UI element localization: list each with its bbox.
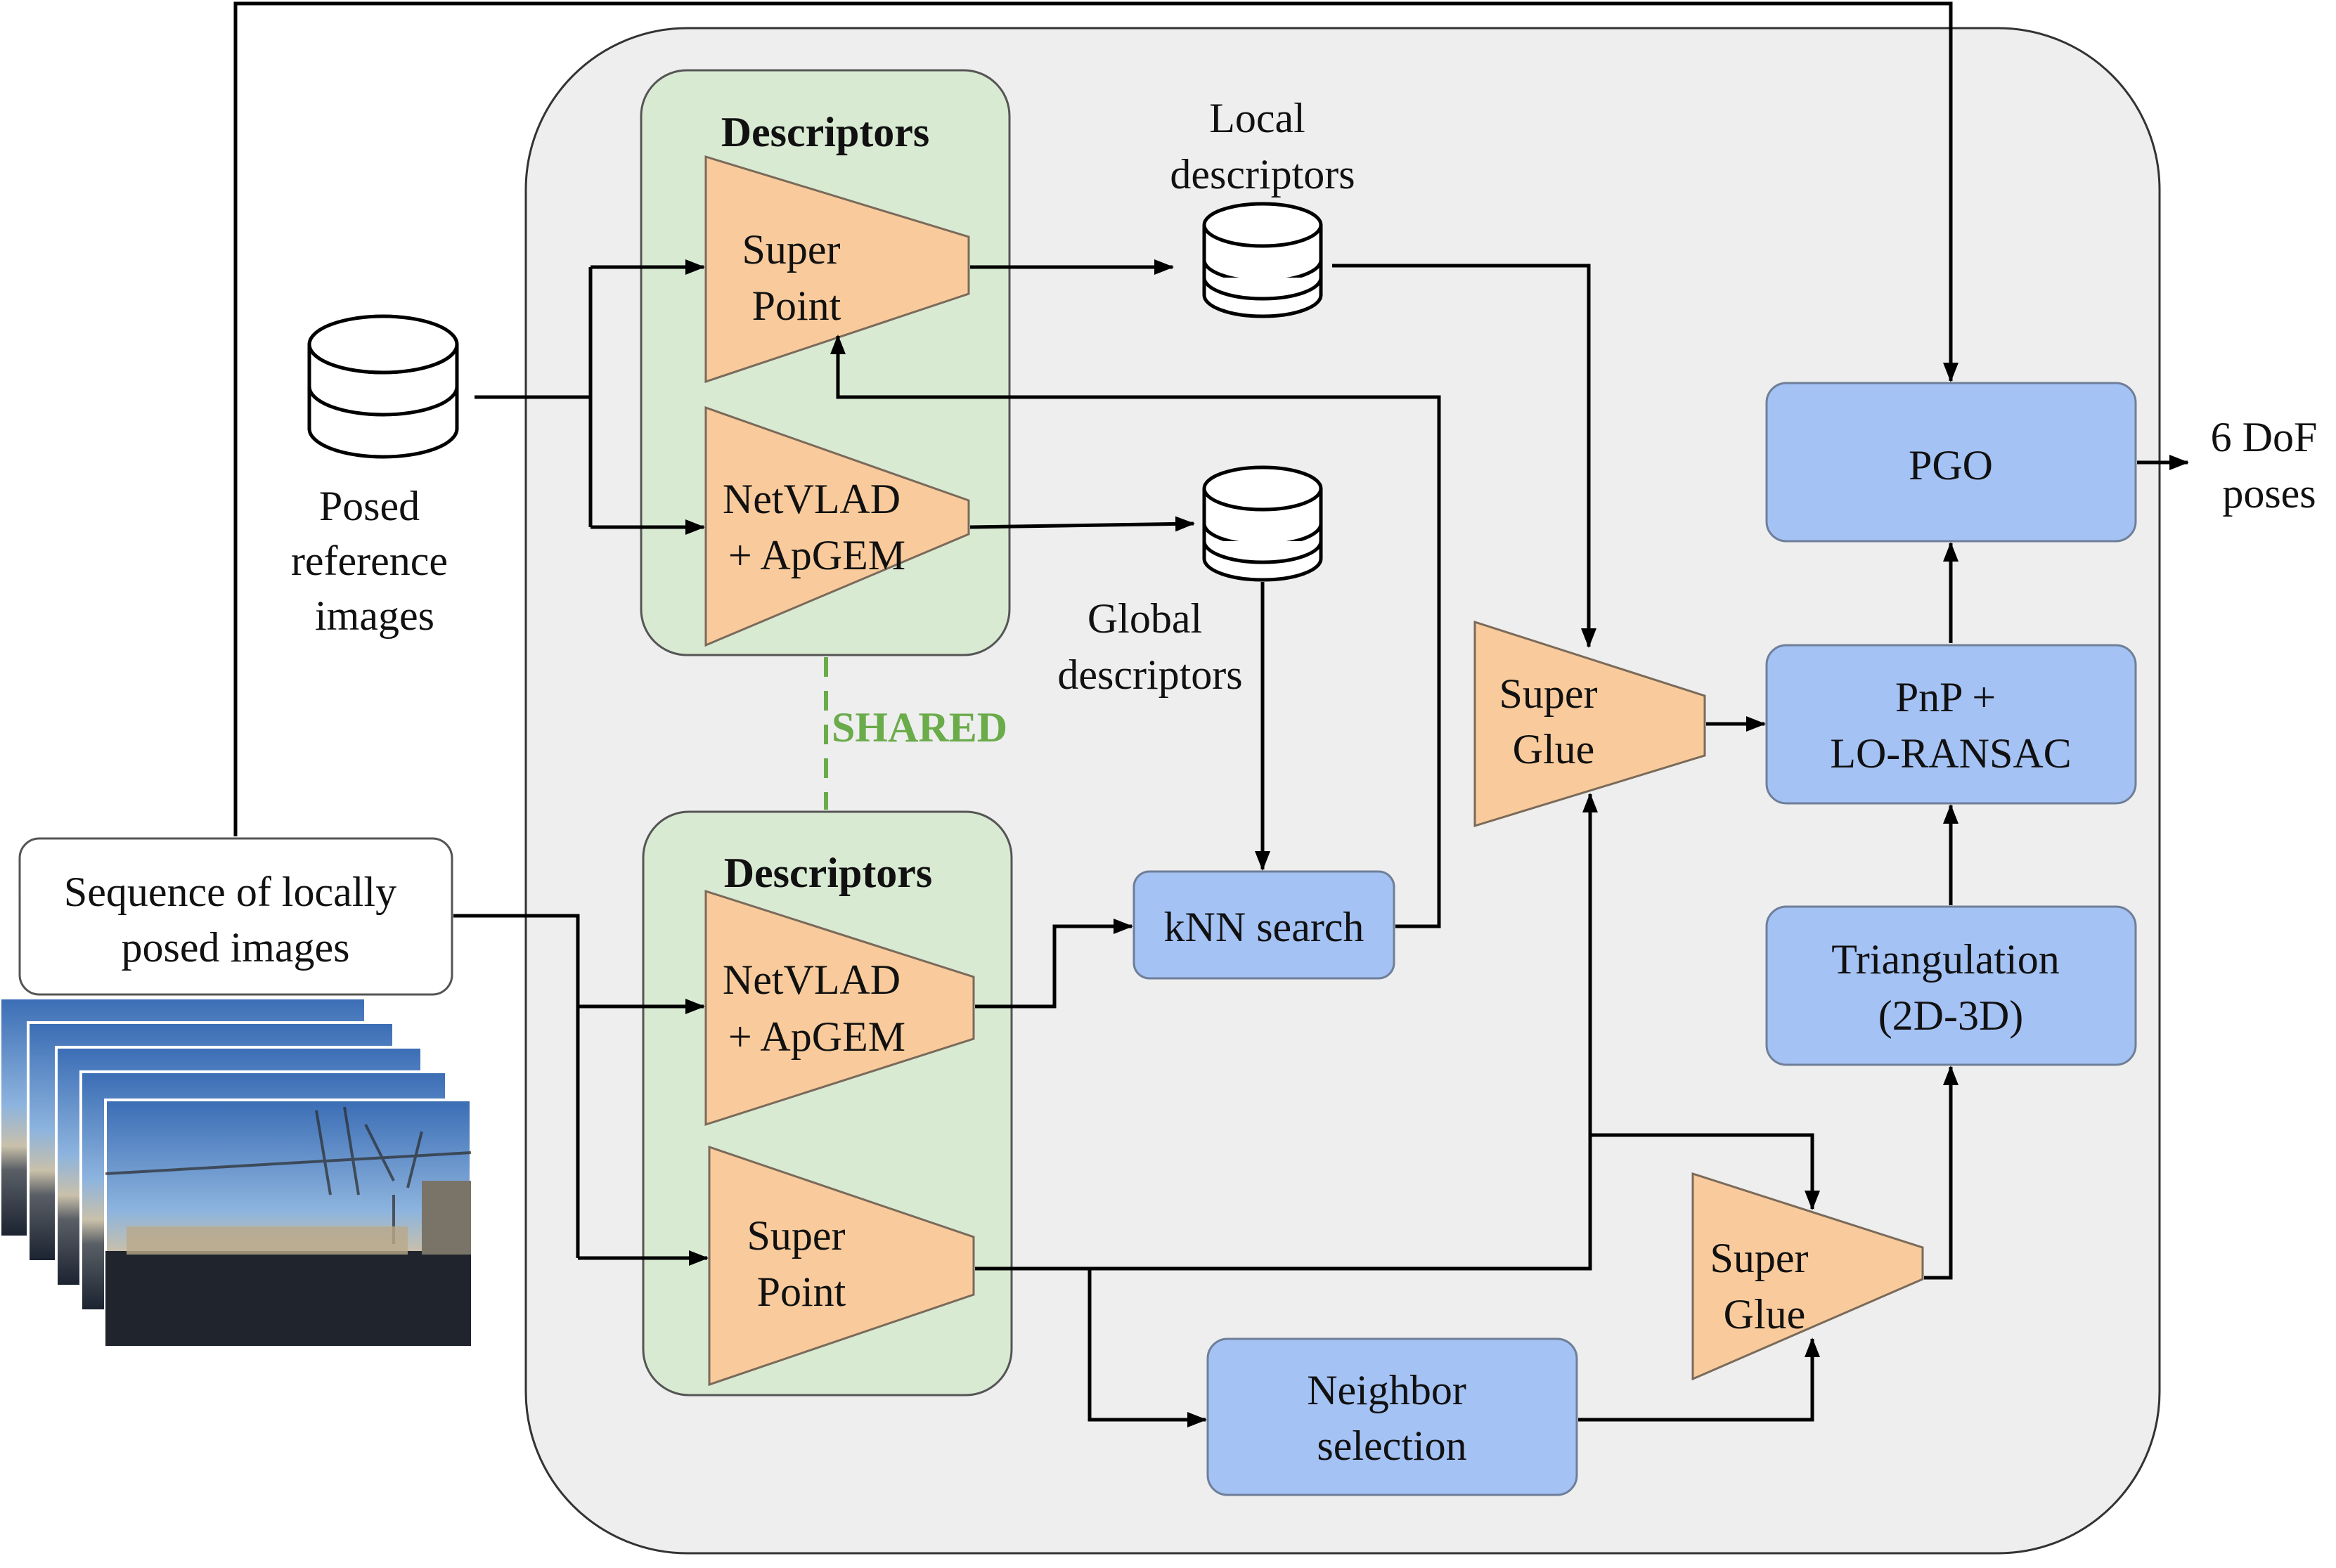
connectors: [233, 1, 2189, 1427]
neighbor-selection-box: [1206, 1337, 1578, 1496]
output-poses-label: 6 DoF poses: [2211, 414, 2328, 517]
superglue-top-network: [1473, 620, 1706, 828]
superglue-bottom-network: [1691, 1172, 1924, 1381]
pgo-box: [1765, 382, 2137, 543]
netvlad-bottom-label: NetVLAD + ApGEM: [723, 957, 911, 1060]
superpoint-top-network: [704, 155, 970, 384]
pgo-label: PGO: [1909, 442, 1993, 488]
superpoint-bottom-network: [708, 1145, 975, 1387]
netvlad-bottom-network: [704, 889, 975, 1127]
pnp-ransac-box: [1765, 644, 2137, 805]
global-descriptors-database-icon: [1202, 465, 1323, 582]
triangulation-box: [1765, 905, 2137, 1066]
superpoint-bottom-label: Super Point: [747, 1212, 856, 1315]
image-sequence-stack: [0, 997, 472, 1347]
reference-database-icon: [307, 314, 459, 459]
sequence-input-box: [18, 837, 453, 996]
descriptors-title-bottom: Descriptors: [724, 850, 933, 896]
global-descriptors-label: Global descriptors: [1057, 595, 1242, 698]
shared-label: SHARED: [832, 704, 1007, 751]
netvlad-top-network: [704, 406, 970, 647]
knn-search-label: kNN search: [1164, 904, 1364, 950]
triangulation-label: Triangulation (2D-3D): [1831, 936, 2070, 1039]
knn-search-box: [1132, 870, 1395, 980]
superpoint-top-label: Super Point: [742, 226, 851, 329]
descriptors-title-top: Descriptors: [721, 109, 930, 155]
local-descriptors-database-icon: [1202, 202, 1323, 318]
netvlad-top-label: NetVLAD + ApGEM: [723, 476, 911, 578]
neighbor-selection-label: Neighbor selection: [1307, 1367, 1477, 1469]
superglue-top-label: Super Glue: [1499, 670, 1608, 772]
sequence-input-label: Sequence of locally posed images: [64, 869, 407, 971]
posed-reference-label: Posed reference images: [291, 483, 458, 639]
local-descriptors-label: Local descriptors: [1170, 95, 1355, 197]
pnp-ransac-label: PnP + LO-RANSAC: [1830, 674, 2071, 777]
superglue-bottom-label: Super Glue: [1710, 1235, 1819, 1337]
